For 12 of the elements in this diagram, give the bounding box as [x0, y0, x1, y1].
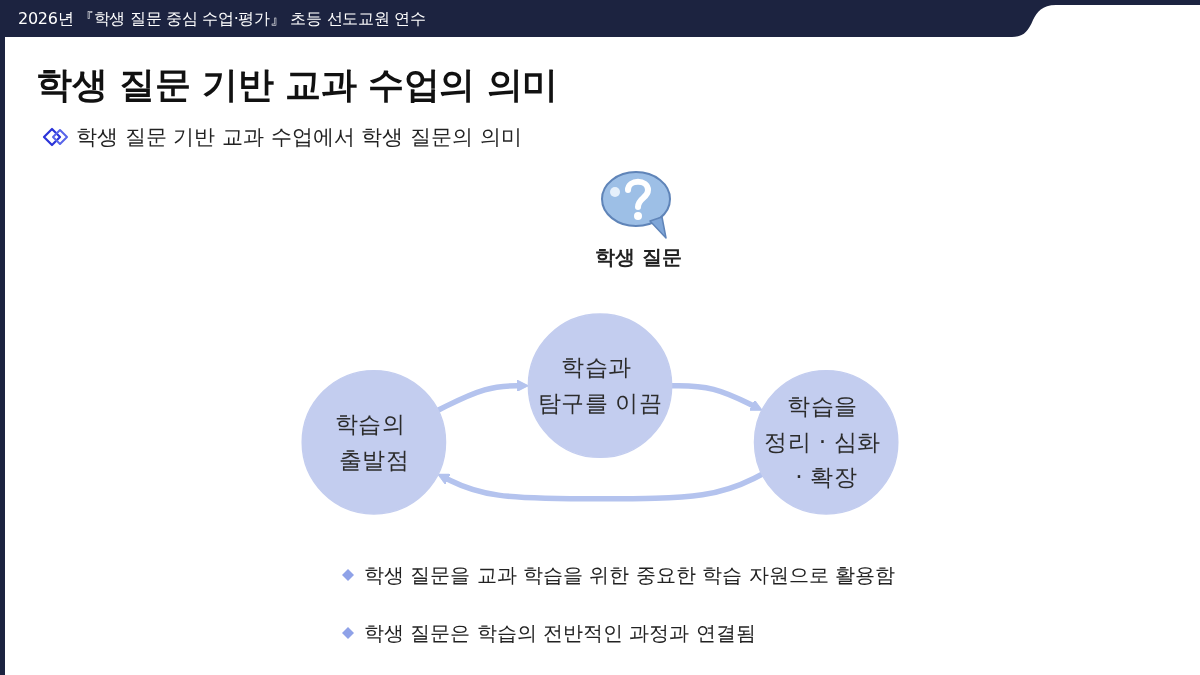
arrow: [671, 382, 763, 411]
bullet-text: 학생 질문을 교과 학습을 위한 중요한 학습 자원으로 활용함: [364, 562, 895, 589]
arrow: [437, 471, 764, 502]
circle-node: 학습과 탐구를 이끔: [527, 313, 673, 459]
center-label: 학생 질문: [595, 244, 682, 270]
subtitle-text: 학생 질문 기반 교과 수업에서 학생 질문의 의미: [76, 124, 522, 151]
header-text: 2026년 『학생 질문 중심 수업·평가』 초등 선도교원 연수: [18, 8, 426, 30]
circle-node: 학습의 출발점: [301, 369, 447, 515]
circle-node: 학습을 정리 · 심화 · 확장: [753, 369, 899, 515]
slide-title: 학생 질문 기반 교과 수업의 의미: [36, 63, 558, 107]
arrow: [436, 379, 529, 413]
bullet-text: 학생 질문은 학습의 전반적인 과정과 연결됨: [364, 620, 756, 647]
